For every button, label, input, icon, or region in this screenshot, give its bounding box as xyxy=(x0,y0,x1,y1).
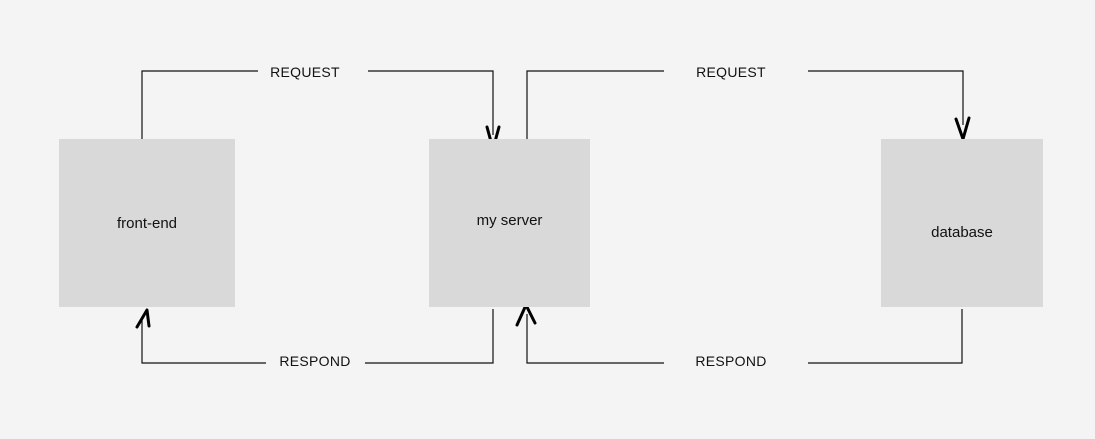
front-end-label: front-end xyxy=(116,214,178,232)
respond-connector-left xyxy=(141,309,494,364)
respond-label-db-to-server: RESPOND xyxy=(695,353,767,369)
respond-connector-right xyxy=(526,309,963,364)
front-end-node: front-end xyxy=(59,139,235,307)
request-connector-left xyxy=(141,70,494,139)
database-node: database xyxy=(881,139,1043,307)
database-label: database xyxy=(931,223,993,241)
respond-label-server-to-front: RESPOND xyxy=(279,353,351,369)
request-connector-right xyxy=(526,70,964,139)
respond-arrowhead-right xyxy=(515,303,537,327)
request-label-server-to-db: REQUEST xyxy=(696,64,766,80)
server-label: my server xyxy=(476,211,543,229)
server-node: my server xyxy=(429,139,590,307)
request-label-front-to-server: REQUEST xyxy=(270,64,340,80)
respond-arrowhead-left xyxy=(135,308,151,329)
